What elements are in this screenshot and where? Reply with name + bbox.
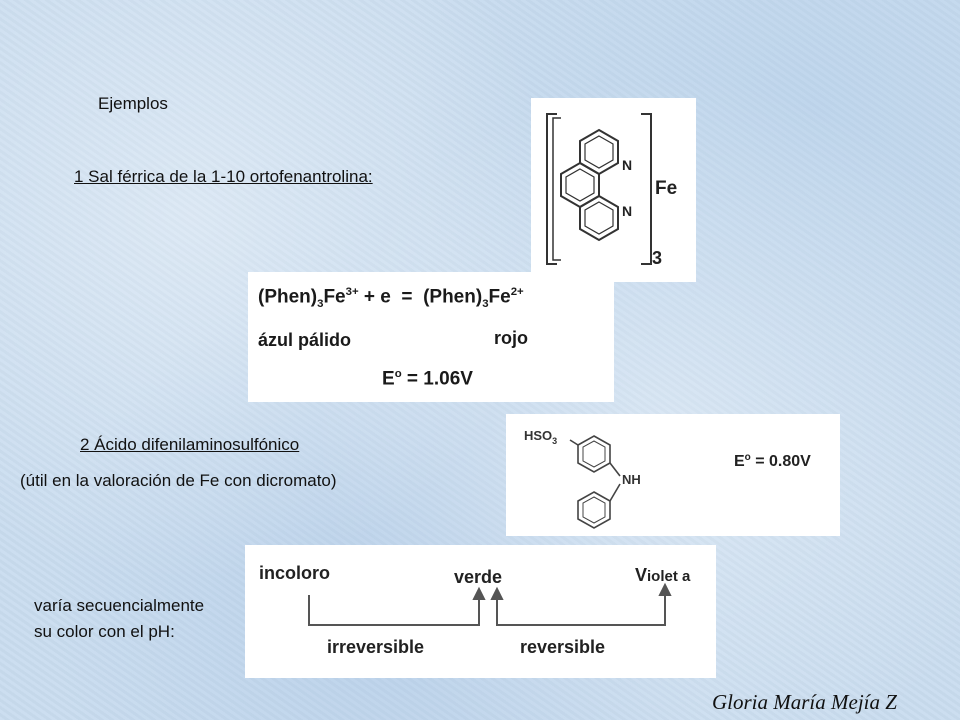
phenanthroline-structure-diagram: N N Fe 3 <box>546 113 677 268</box>
stoichiometry-label: 3 <box>652 248 662 268</box>
phenanthroline-structure-panel: N N Fe 3 <box>531 98 696 282</box>
color-violeta: Violet a <box>635 565 691 585</box>
standard-potential-1: Eo = 1.06V <box>382 368 473 390</box>
color-verde: verde <box>454 567 502 587</box>
color-incoloro: incoloro <box>259 563 330 583</box>
label-reversible: reversible <box>520 637 605 657</box>
color-oxidized: ázul pálido <box>258 330 352 350</box>
heading: Ejemplos <box>98 94 168 113</box>
diphenylamine-structure-panel: HSO3 NH Eo = 0.80V <box>506 414 840 536</box>
equation-left-sub: 3 <box>317 298 324 311</box>
potential-sup-1: o <box>394 368 402 380</box>
item1-title: 1 Sal férrica de la 1-10 ortofenantrolin… <box>74 167 373 186</box>
hso3-label: HSO3 <box>524 428 557 446</box>
equation-left-charge: 3+ <box>345 286 359 298</box>
diphenylamine-structure-diagram: HSO3 NH Eo = 0.80V <box>524 428 811 529</box>
item2-title: 2 Ácido difenilaminosulfónico <box>80 435 300 454</box>
equation-left: (Phen) <box>258 286 318 308</box>
equation-middle: + e = (Phen) <box>358 286 483 308</box>
color-sequence-panel: incoloro verde Violet a irreversible rev… <box>245 545 716 678</box>
author-signature: Gloria María Mejía Z <box>712 690 897 714</box>
standard-potential-2: Eo = 0.80V <box>734 452 811 470</box>
nh-label: NH <box>622 472 641 487</box>
equation-right-charge: 2+ <box>510 286 524 298</box>
equation-right-fe: Fe <box>488 286 511 308</box>
ph-text-line1: varía secuencialmente <box>34 596 205 615</box>
potential-label-1: E <box>382 368 395 390</box>
potential-value-1: = 1.06V <box>401 368 473 390</box>
reaction-panel: (Phen)3Fe3+ + e = (Phen)3Fe2+ ázul pálid… <box>248 272 614 402</box>
ph-text-line2: su color con el pH: <box>34 622 175 641</box>
fe-label: Fe <box>655 178 677 199</box>
color-sequence-diagram: incoloro verde Violet a irreversible rev… <box>259 563 691 657</box>
item2-note: (útil en la valoración de Fe con dicroma… <box>20 471 337 490</box>
equation-left-fe: Fe <box>323 286 346 308</box>
equation-right-sub: 3 <box>482 298 489 311</box>
color-reduced: rojo <box>494 328 528 348</box>
label-irreversible: irreversible <box>327 637 424 657</box>
n-label-top: N <box>622 157 632 173</box>
redox-equation: (Phen)3Fe3+ + e = (Phen)3Fe2+ <box>258 286 524 310</box>
n-label-bottom: N <box>622 203 632 219</box>
